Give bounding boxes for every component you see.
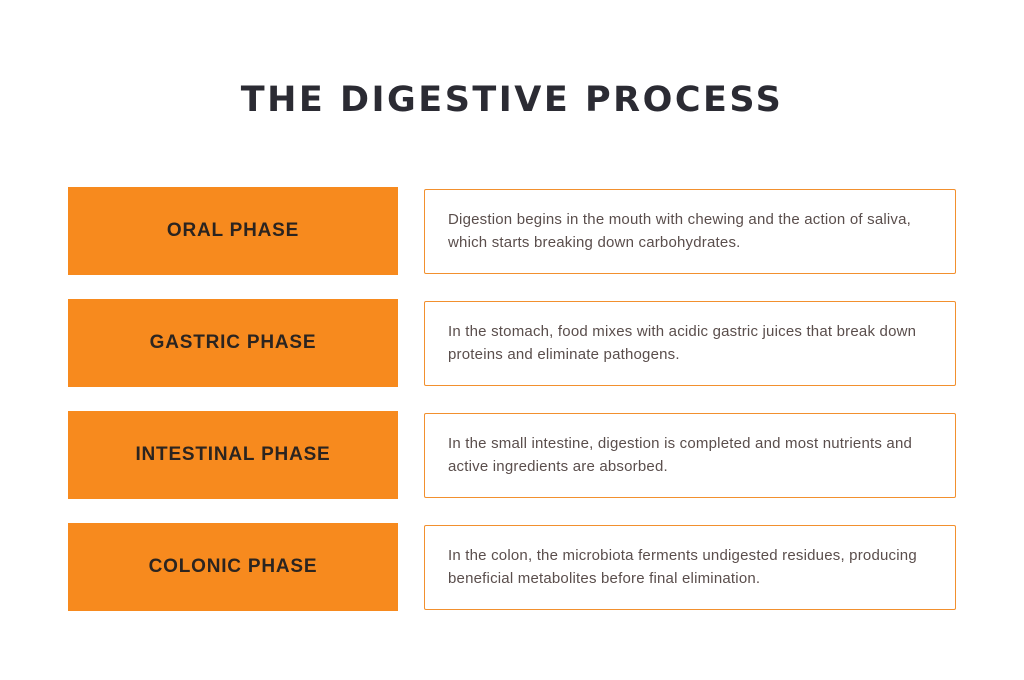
phase-rows: ORAL PHASE Digestion begins in the mouth… <box>68 187 956 611</box>
phase-row-oral: ORAL PHASE Digestion begins in the mouth… <box>68 187 956 275</box>
phase-description: In the colon, the microbiota ferments un… <box>448 546 917 587</box>
phase-description-box-colonic: In the colon, the microbiota ferments un… <box>424 524 956 610</box>
phase-row-intestinal: INTESTINAL PHASE In the small intestine,… <box>68 411 956 499</box>
phase-description-box-gastric: In the stomach, food mixes with acidic g… <box>424 300 956 386</box>
phase-description-box-oral: Digestion begins in the mouth with chewi… <box>424 188 956 274</box>
phase-label-box-intestinal: INTESTINAL PHASE <box>68 411 398 499</box>
phase-description-box-intestinal: In the small intestine, digestion is com… <box>424 412 956 498</box>
phase-description: In the small intestine, digestion is com… <box>448 434 913 475</box>
page-title: THE DIGESTIVE PROCESS <box>240 80 784 120</box>
phase-label: ORAL PHASE <box>166 220 300 241</box>
phase-label-box-gastric: GASTRIC PHASE <box>68 299 398 387</box>
phase-row-colonic: COLONIC PHASE In the colon, the microbio… <box>68 523 956 611</box>
phase-row-gastric: GASTRIC PHASE In the stomach, food mixes… <box>68 299 956 387</box>
phase-label: GASTRIC PHASE <box>149 332 317 353</box>
phase-label: INTESTINAL PHASE <box>135 444 331 465</box>
phase-description: Digestion begins in the mouth with chewi… <box>448 210 912 251</box>
phase-description: In the stomach, food mixes with acidic g… <box>448 322 917 363</box>
phase-label-box-colonic: COLONIC PHASE <box>68 523 398 611</box>
phase-label-box-oral: ORAL PHASE <box>68 187 398 275</box>
phase-label: COLONIC PHASE <box>148 556 318 577</box>
